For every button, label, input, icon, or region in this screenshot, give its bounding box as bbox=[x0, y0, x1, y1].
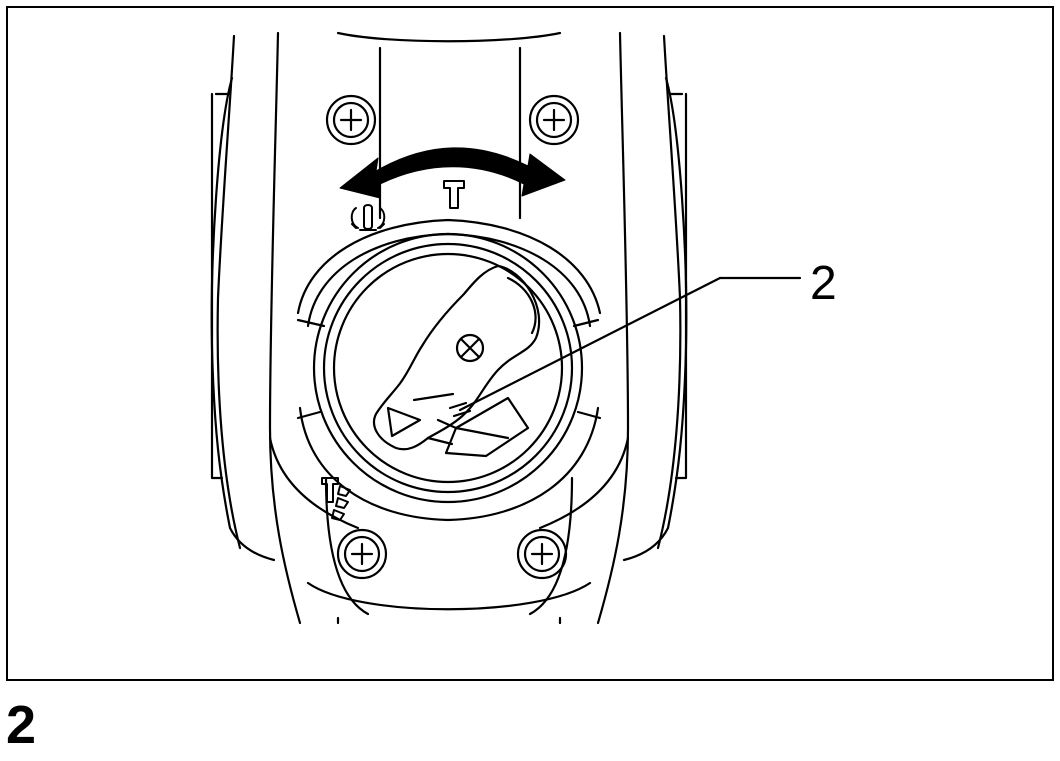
hammer-icon bbox=[443, 180, 465, 209]
screw-icon bbox=[325, 94, 377, 146]
lever-screw-icon bbox=[455, 333, 485, 363]
rotation-only-icon bbox=[350, 204, 386, 231]
mode-change-lever[interactable] bbox=[372, 264, 541, 458]
screw-icon bbox=[516, 528, 568, 580]
rotation-hammer-icon bbox=[321, 477, 351, 521]
callout-label-2: 2 bbox=[810, 257, 837, 310]
figure-number: 2 bbox=[6, 695, 37, 755]
triangle-pointer-icon bbox=[386, 406, 422, 438]
tool-illustration bbox=[210, 31, 802, 625]
figure-frame: 2 bbox=[6, 6, 1054, 681]
screw-icon bbox=[336, 528, 388, 580]
arrow-double-icon bbox=[339, 147, 566, 199]
screw-icon bbox=[528, 94, 580, 146]
callout-leader-line bbox=[458, 276, 722, 412]
tool-body-outline bbox=[210, 31, 688, 625]
mode-dial-housing bbox=[296, 218, 602, 522]
